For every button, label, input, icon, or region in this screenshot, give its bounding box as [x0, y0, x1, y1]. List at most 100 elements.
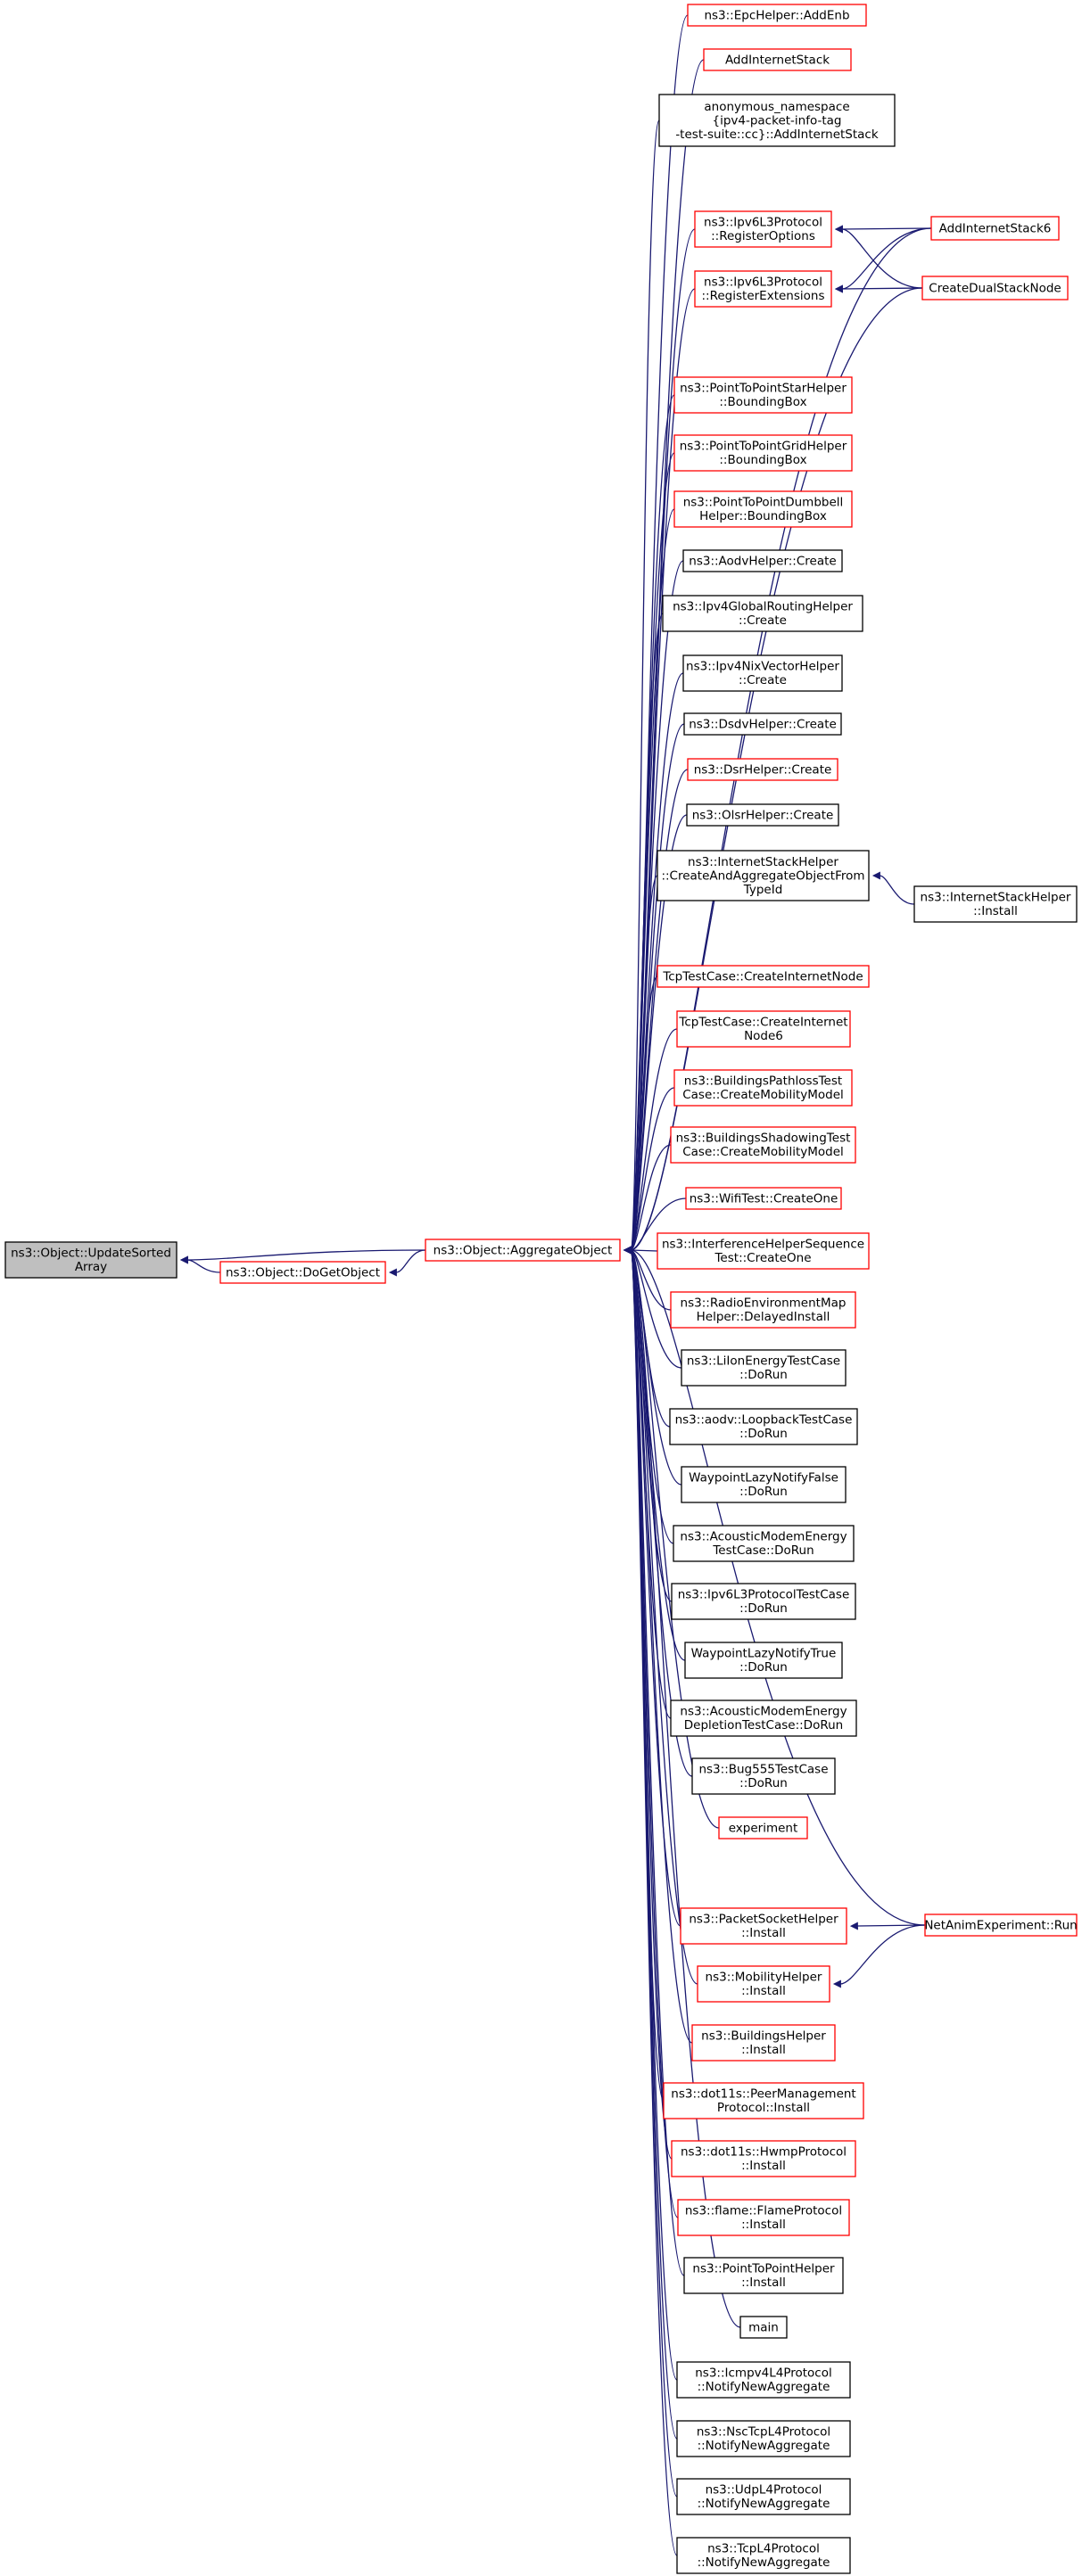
node-label-line: ::Install	[741, 2043, 786, 2057]
node-anon-add-internet-stack[interactable]: anonymous_namespace{ipv4-packet-info-tag…	[658, 94, 896, 147]
edge-experiment-to-aggregate-object	[623, 1246, 720, 1829]
node-box	[663, 2082, 864, 2119]
node-ipv4-global-create[interactable]: ns3::Ipv4GlobalRoutingHelper::Create	[662, 595, 863, 632]
node-label-line: ns3::dot11s::HwmpProtocol	[681, 2145, 847, 2160]
node-add-internet-stack[interactable]: AddInternetStack	[703, 48, 852, 71]
node-label-line: ::DoRun	[739, 1368, 788, 1382]
node-box	[658, 94, 896, 147]
node-box	[425, 1239, 621, 1262]
node-label-line: ::Install	[741, 2159, 786, 2173]
node-radio-env-delayed-install[interactable]: ns3::RadioEnvironmentMapHelper::DelayedI…	[670, 1291, 856, 1329]
node-label-line: ns3::PointToPointHelper	[692, 2262, 835, 2276]
node-label-line: ns3::Object::AggregateObject	[434, 1243, 613, 1257]
node-label-line: anonymous_namespace	[704, 100, 849, 114]
node-tcp-create-internet-node[interactable]: TcpTestCase::CreateInternetNode	[657, 965, 870, 988]
node-mobility-install[interactable]: ns3::MobilityHelper::Install	[697, 1965, 830, 2003]
edge-interference-create-one-to-aggregate-object	[623, 1246, 658, 1255]
node-nsc-tcp-notify[interactable]: ns3::NscTcpL4Protocol::NotifyNewAggregat…	[676, 2420, 851, 2457]
node-box	[676, 2420, 851, 2457]
node-label-line: CreateDualStackNode	[929, 281, 1061, 295]
edge-packet-socket-install-to-aggregate-object	[623, 1246, 681, 1927]
node-do-get-object[interactable]: ns3::Object::DoGetObject	[219, 1261, 386, 1284]
node-acoustic-depletion-do-run[interactable]: ns3::AcousticModemEnergyDepletionTestCas…	[670, 1700, 857, 1737]
node-peer-mgmt-install[interactable]: ns3::dot11s::PeerManagementProtocol::Ins…	[663, 2082, 864, 2119]
node-label-line: ns3::Icmpv4L4Protocol	[695, 2366, 832, 2381]
node-create-dual-stack-node[interactable]: CreateDualStackNode	[921, 276, 1069, 300]
node-label-line: Test::CreateOne	[714, 1251, 811, 1265]
node-ipv4-nix-create[interactable]: ns3::Ipv4NixVectorHelper::Create	[682, 654, 843, 692]
node-label-line: ns3::flame::FlameProtocol	[685, 2204, 842, 2218]
node-tcp-notify[interactable]: ns3::TcpL4Protocol::NotifyNewAggregate	[676, 2537, 851, 2574]
node-internet-stack-install[interactable]: ns3::InternetStackHelper::Install	[913, 885, 1078, 923]
node-icmpv4-notify[interactable]: ns3::Icmpv4L4Protocol::NotifyNewAggregat…	[676, 2361, 851, 2399]
node-experiment[interactable]: experiment	[718, 1816, 808, 1839]
node-label-line: {ipv4-packet-info-tag	[712, 113, 841, 128]
node-waypoint-true-do-run[interactable]: WaypointLazyNotifyTrue::DoRun	[684, 1642, 843, 1679]
edge-do-get-object-to-update-sorted	[179, 1255, 221, 1273]
node-label-line: ns3::InternetStackHelper	[921, 891, 1071, 905]
edge-anon-add-internet-stack-to-aggregate-object	[623, 119, 660, 1255]
node-buildings-install[interactable]: ns3::BuildingsHelper::Install	[691, 2024, 836, 2062]
node-aodv-create[interactable]: ns3::AodvHelper::Create	[682, 549, 843, 572]
node-add-internet-stack6[interactable]: AddInternetStack6	[930, 216, 1060, 241]
node-hwmp-install[interactable]: ns3::dot11s::HwmpProtocol::Install	[671, 2140, 856, 2177]
node-interference-create-one[interactable]: ns3::InterferenceHelperSequenceTest::Cre…	[657, 1232, 870, 1270]
edge-internet-stack-install-to-create-aggregate-from-typeid	[871, 871, 915, 905]
node-register-extensions[interactable]: ns3::Ipv6L3Protocol::RegisterExtensions	[694, 270, 832, 308]
node-flame-install[interactable]: ns3::flame::FlameProtocol::Install	[677, 2199, 850, 2236]
node-aggregate-object[interactable]: ns3::Object::AggregateObject	[425, 1239, 621, 1262]
node-box	[673, 490, 853, 528]
node-label-line: NetAnimExperiment::Run	[924, 1918, 1077, 1932]
node-label-line: ns3::RadioEnvironmentMap	[681, 1296, 847, 1311]
node-box	[687, 4, 867, 27]
node-wifi-create-one[interactable]: ns3::WifiTest::CreateOne	[685, 1187, 842, 1210]
node-create-aggregate-from-typeid[interactable]: ns3::InternetStackHelper::CreateAndAggre…	[657, 850, 870, 901]
node-bug555-do-run[interactable]: ns3::Bug555TestCase::DoRun	[691, 1757, 836, 1795]
edge-tcp-notify-to-aggregate-object	[623, 1246, 678, 2556]
node-box	[739, 2316, 788, 2339]
node-buildings-pathloss-mobility[interactable]: ns3::BuildingsPathlossTestCase::CreateMo…	[673, 1069, 853, 1107]
edge-ipv4-global-create-to-aggregate-object	[623, 613, 664, 1255]
node-dsdv-create[interactable]: ns3::DsdvHelper::Create	[683, 712, 842, 736]
node-aodv-loopback-do-run[interactable]: ns3::aodv::LoopbackTestCase::DoRun	[669, 1408, 858, 1445]
node-p2p-install[interactable]: ns3::PointToPointHelper::Install	[683, 2257, 844, 2294]
node-epc-add-enb[interactable]: ns3::EpcHelper::AddEnb	[687, 4, 867, 27]
node-label-line: ns3::dot11s::PeerManagement	[671, 2087, 855, 2102]
node-olsr-create[interactable]: ns3::OlsrHelper::Create	[686, 803, 839, 827]
node-label-line: WaypointLazyNotifyTrue	[691, 1647, 837, 1661]
node-label-line: ::CreateAndAggregateObjectFrom	[661, 868, 864, 883]
node-label-line: AddInternetStack6	[939, 221, 1052, 235]
node-box	[662, 595, 863, 632]
node-ipv6l3-test-do-run[interactable]: ns3::Ipv6L3ProtocolTestCase::DoRun	[671, 1583, 856, 1620]
node-p2p-dumbbell-bbox[interactable]: ns3::PointToPointDumbbellHelper::Boundin…	[673, 490, 853, 528]
node-label-line: ns3::Ipv4GlobalRoutingHelper	[673, 600, 853, 614]
node-label-line: ::Install	[741, 1984, 786, 1998]
node-p2p-grid-bbox[interactable]: ns3::PointToPointGridHelper::BoundingBox	[673, 434, 853, 472]
node-label-line: ::Install	[741, 1926, 786, 1940]
node-label-line: ns3::MobilityHelper	[706, 1971, 822, 1985]
node-main[interactable]: main	[739, 2316, 788, 2339]
node-label-line: ::NotifyNewAggregate	[698, 2380, 830, 2394]
node-buildings-shadowing-mobility[interactable]: ns3::BuildingsShadowingTestCase::CreateM…	[670, 1126, 856, 1164]
node-p2p-star-bbox[interactable]: ns3::PointToPointStarHelper::BoundingBox	[673, 376, 853, 414]
node-box	[921, 276, 1069, 300]
node-netanim-run[interactable]: NetAnimExperiment::Run	[924, 1913, 1078, 1937]
node-dsr-create[interactable]: ns3::DsrHelper::Create	[687, 758, 838, 781]
edge-add-internet-stack6-to-register-extensions	[834, 227, 932, 293]
node-liion-do-run[interactable]: ns3::LiIonEnergyTestCase::DoRun	[681, 1349, 847, 1387]
node-label-line: ::BoundingBox	[719, 395, 806, 409]
node-register-options[interactable]: ns3::Ipv6L3Protocol::RegisterOptions	[694, 210, 832, 248]
node-label-line: ns3::WifiTest::CreateOne	[690, 1191, 838, 1206]
node-label-line: ::Install	[741, 2276, 786, 2290]
node-udp-notify[interactable]: ns3::UdpL4Protocol::NotifyNewAggregate	[676, 2478, 851, 2515]
edge-dsr-create-to-aggregate-object	[623, 769, 689, 1255]
node-label-line: ns3::Object::UpdateSorted	[11, 1247, 171, 1261]
node-packet-socket-install[interactable]: ns3::PacketSocketHelper::Install	[680, 1907, 847, 1945]
node-label-line: ::DoRun	[739, 1485, 788, 1499]
node-label-line: ns3::AodvHelper::Create	[689, 554, 836, 568]
node-label-line: ::Create	[739, 673, 787, 687]
node-waypoint-false-do-run[interactable]: WaypointLazyNotifyFalse::DoRun	[681, 1466, 847, 1503]
